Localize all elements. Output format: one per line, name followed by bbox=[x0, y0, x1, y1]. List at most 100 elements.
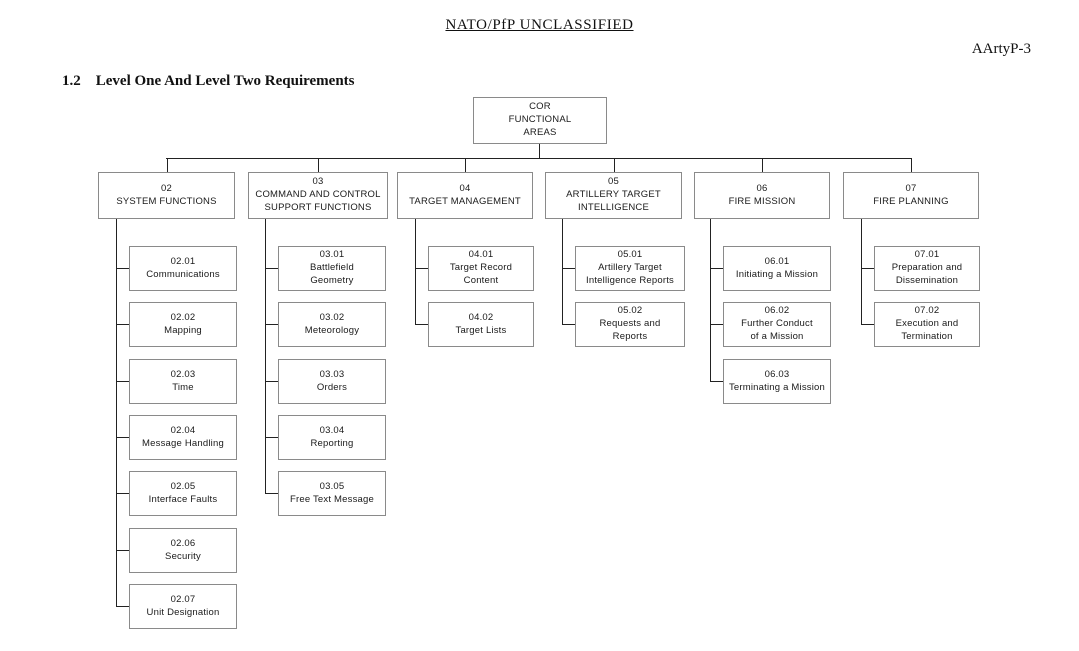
node-code: 02.02 bbox=[170, 311, 196, 323]
node-code: 02 bbox=[161, 182, 172, 194]
node-code: 05 bbox=[608, 176, 619, 188]
node-label: Artillery Target Intelligence Reports bbox=[586, 262, 674, 286]
node-label: Interface Faults bbox=[148, 493, 218, 505]
node-code: 03 bbox=[312, 176, 324, 188]
node-code: 07 bbox=[905, 182, 917, 194]
node-label: Unit Designation bbox=[146, 606, 220, 618]
connector-line bbox=[116, 493, 129, 494]
node-label: Preparation and Dissemination bbox=[891, 262, 963, 286]
node-label: Time bbox=[172, 381, 194, 393]
connector-line bbox=[415, 219, 416, 324]
connector-line bbox=[710, 219, 711, 381]
connector-line bbox=[562, 324, 575, 325]
connector-line bbox=[166, 158, 911, 159]
node-label: Target Record Content bbox=[449, 262, 513, 286]
node-label: Battlefield Geometry bbox=[310, 262, 354, 286]
node-code: 03.05 bbox=[319, 480, 345, 492]
node-label: Meteorology bbox=[304, 324, 360, 336]
connector-line bbox=[265, 381, 278, 382]
connector-line bbox=[167, 158, 168, 172]
node-label: TARGET MANAGEMENT bbox=[409, 195, 521, 207]
connector-line bbox=[318, 158, 319, 172]
connector-line bbox=[465, 158, 466, 172]
connector-line bbox=[265, 268, 278, 269]
section-number: 1.2 bbox=[62, 73, 81, 89]
node-label: Further Conduct of a Mission bbox=[741, 318, 813, 342]
node-code: 07.02 bbox=[914, 305, 940, 317]
node-code: 07.01 bbox=[914, 249, 940, 261]
node-code: 05.01 bbox=[617, 249, 643, 261]
connector-line bbox=[861, 268, 874, 269]
node-label: ARTILLERY TARGET INTELLIGENCE bbox=[566, 189, 661, 213]
node-code: 02.03 bbox=[170, 368, 196, 380]
node-label: Terminating a Mission bbox=[728, 381, 826, 393]
node-label: Initiating a Mission bbox=[735, 268, 819, 280]
node-code: 04 bbox=[459, 182, 471, 194]
node-code: 03.02 bbox=[319, 311, 345, 323]
connector-line bbox=[116, 219, 117, 606]
node-code: 06.03 bbox=[764, 368, 790, 380]
node-code: 02.01 bbox=[170, 255, 196, 267]
connector-line bbox=[562, 219, 563, 324]
connector-line bbox=[861, 324, 874, 325]
node-code: 04.02 bbox=[468, 311, 494, 323]
connector-line bbox=[614, 158, 615, 172]
document-reference: AArtyP-3 bbox=[971, 41, 1031, 57]
node-code: 03.01 bbox=[319, 249, 345, 261]
node-label: FIRE MISSION bbox=[728, 195, 796, 207]
node-code: 04.01 bbox=[468, 249, 494, 261]
node-label: Message Handling bbox=[142, 437, 224, 449]
node-label: Target Lists bbox=[455, 324, 507, 336]
connector-line bbox=[116, 550, 129, 551]
connector-line bbox=[265, 219, 266, 493]
classification-banner: NATO/PfP UNCLASSIFIED bbox=[445, 17, 634, 33]
connector-line bbox=[415, 268, 428, 269]
node-label: SYSTEM FUNCTIONS bbox=[116, 195, 217, 207]
connector-line bbox=[911, 158, 912, 172]
connector-line bbox=[861, 219, 862, 324]
connector-line bbox=[116, 606, 129, 607]
connector-line bbox=[762, 158, 763, 172]
connector-line bbox=[710, 324, 723, 325]
node-label: Reporting bbox=[310, 437, 354, 449]
org-root-node: COR FUNCTIONAL AREAS bbox=[473, 97, 607, 144]
connector-line bbox=[265, 493, 278, 494]
node-code: 05.02 bbox=[617, 305, 643, 317]
connector-line bbox=[116, 381, 129, 382]
section-heading: 1.2 Level One And Level Two Requirements bbox=[62, 73, 355, 90]
node-code: 02.05 bbox=[170, 480, 196, 492]
node-label: Security bbox=[165, 550, 201, 562]
section-title: Level One And Level Two Requirements bbox=[95, 73, 355, 89]
node-code: 06 bbox=[756, 182, 768, 194]
node-code: 06.02 bbox=[764, 305, 790, 317]
node-code: 02.07 bbox=[170, 593, 196, 605]
connector-line bbox=[710, 268, 723, 269]
connector-line bbox=[562, 268, 575, 269]
node-label: Mapping bbox=[164, 324, 202, 336]
node-label: Free Text Message bbox=[289, 493, 374, 505]
node-label: Communications bbox=[146, 268, 220, 280]
